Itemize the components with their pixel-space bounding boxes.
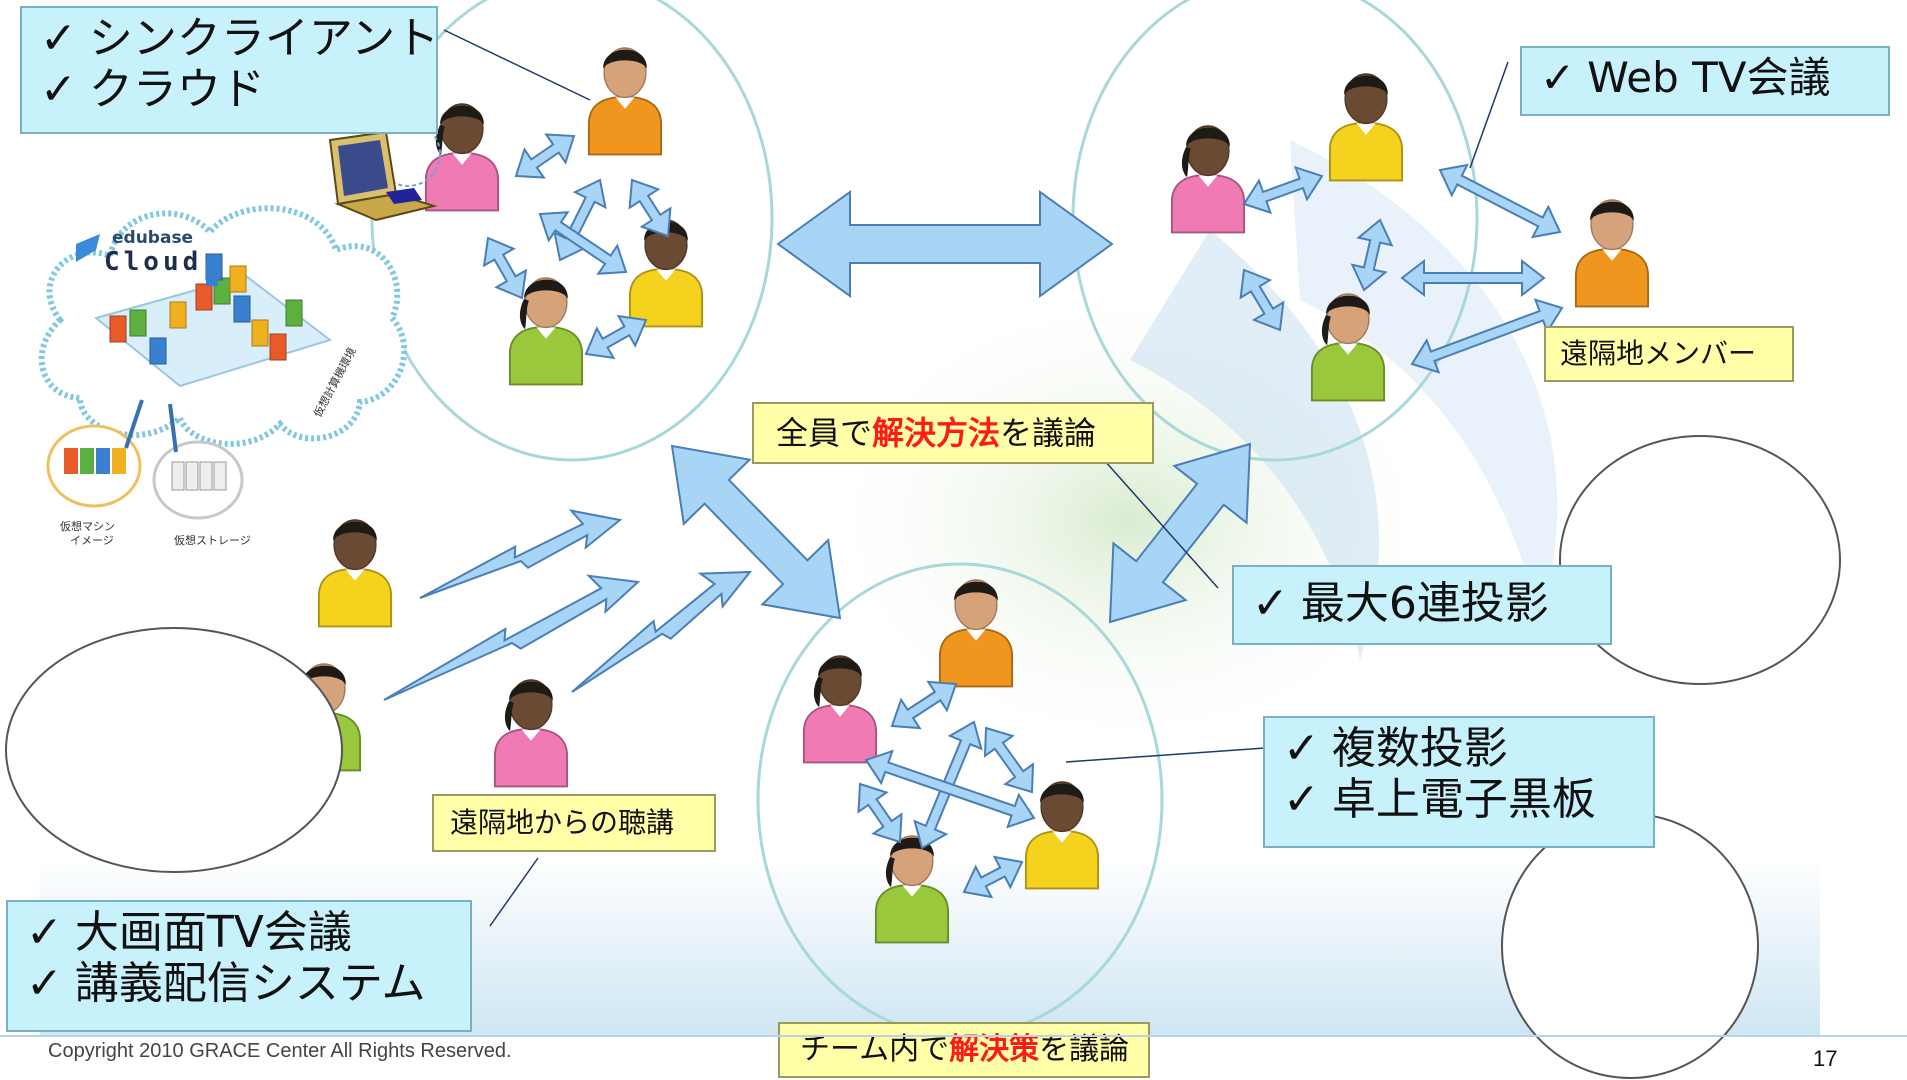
callout-thin-client: ✓シンクライアント ✓クラウド [20,6,440,134]
copyright: Copyright 2010 GRACE Center All Rights R… [48,1040,512,1062]
person-icon [424,103,500,212]
person-icon [317,519,393,628]
double-arrow [584,314,648,360]
label-discuss-team: チーム内で解決策を議論 [778,1022,1150,1078]
double-arrow [1410,298,1564,374]
double-arrow [628,178,672,238]
person-icon [1024,781,1100,890]
double-arrow [538,211,628,275]
callout-max6: ✓最大6連投影 [1232,565,1612,645]
callout-line: 最大6連投影 [1300,578,1549,629]
transmission-arrow [419,509,623,599]
cloud-label-vm: 仮想マシンイメージ [60,519,115,547]
pointer-line [1469,61,1509,169]
person-icon [587,47,663,156]
cloud-logo-line1: edubase [112,228,193,248]
label-highlight: 解決方法 [872,414,1001,452]
transmission-arrow [571,570,753,693]
page-number: 17 [1813,1046,1838,1071]
person-icon [1310,293,1386,402]
callout-line: 複数投影 [1331,723,1508,774]
callout-web-tv: ✓Web TV会議 [1520,46,1890,116]
meeting-circle [1071,0,1479,462]
person-icon [1574,199,1650,308]
double-arrow [1242,165,1324,215]
double-arrow [1350,218,1394,292]
callout-line: Web TV会議 [1587,53,1831,102]
label-pre: 全員で [776,414,873,452]
label-remote-lecture: 遠隔地からの聴講 [432,794,716,852]
double-arrow [776,190,1114,298]
double-arrow [1400,258,1546,298]
check-icon: ✓ [1283,723,1320,774]
double-arrow [1239,268,1285,332]
cloud-logo-line2: Cloud [104,247,202,277]
double-arrow [857,782,903,844]
check-icon: ✓ [1283,773,1320,825]
transmission-arrow [383,574,641,701]
cloud-illustration: edubaseCloud仮想マシンイメージ仮想ストレージ仮想計算機環境 [38,205,408,547]
double-arrow [983,726,1035,794]
person-icon [508,277,584,386]
check-icon: ✓ [26,907,63,958]
double-arrow [514,133,576,179]
callout-line: シンクライアント [88,13,440,64]
double-arrow [890,680,958,730]
label-text: 遠隔地からの聴講 [450,806,675,839]
label-post: を議論 [1000,414,1097,452]
label-post: を議論 [1039,1032,1130,1067]
callout-line: 大画面TV会議 [74,907,352,958]
label-highlight: 解決策 [949,1032,1040,1067]
double-arrow [482,236,528,300]
check-icon: ✓ [1252,578,1289,629]
double-arrow [553,178,607,262]
person-icon [874,835,950,944]
person-icon [802,655,878,764]
callout-big-tv: ✓大画面TV会議 ✓講義配信システム [6,900,472,1032]
check-icon: ✓ [1540,53,1576,102]
pointer-line [1065,747,1266,763]
check-icon: ✓ [40,63,77,115]
person-icon [493,679,569,788]
footer-divider [0,1035,1907,1037]
double-arrow [1108,442,1252,624]
check-icon: ✓ [26,957,63,1009]
callout-line: 卓上電子黒板 [1331,773,1596,825]
label-remote-members: 遠隔地メンバー [1544,326,1794,382]
label-pre: チーム内で [800,1032,950,1067]
callout-line: 講義配信システム [74,957,426,1009]
double-arrow [1438,163,1562,239]
double-arrow [962,855,1024,899]
cloud-label-storage: 仮想ストレージ [174,533,251,547]
pointer-line [1103,459,1219,589]
person-icon [1328,73,1404,182]
label-text: 遠隔地メンバー [1560,337,1757,370]
callout-line: クラウド [88,63,265,115]
callout-multi: ✓複数投影 ✓卓上電子黒板 [1263,716,1655,848]
pointer-line [489,857,539,927]
double-arrow [864,749,1036,829]
laptop-icon [328,121,441,222]
label-discuss-all: 全員で解決方法を議論 [752,402,1154,464]
person-icon [1170,125,1246,234]
pointer-line [443,29,591,101]
check-icon: ✓ [40,13,77,64]
double-arrow [670,444,842,620]
person-icon [938,579,1014,688]
